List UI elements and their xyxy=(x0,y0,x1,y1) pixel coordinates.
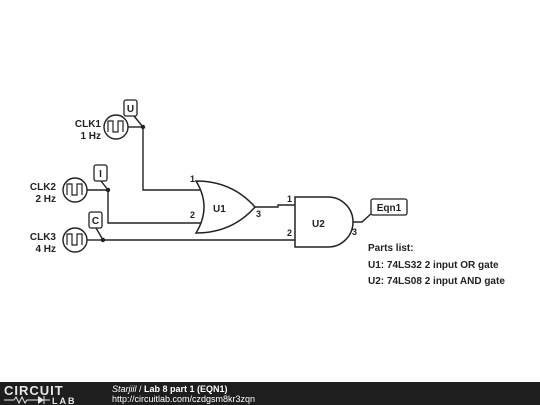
title-separator: / xyxy=(136,384,145,394)
author-link[interactable]: Starjiil xyxy=(112,384,137,394)
probe-i[interactable]: I xyxy=(93,164,109,191)
probe-u-label: U xyxy=(127,104,134,115)
u2-label: U2 xyxy=(312,219,325,230)
parts-list-title: Parts list: xyxy=(368,243,414,254)
u2-pin-3: 3 xyxy=(352,227,357,237)
probe-c-flag xyxy=(88,211,103,229)
clk3-freq: 4 Hz xyxy=(35,244,56,255)
footer-bar: CIRCUIT LAB Starjiil / Lab 8 part 1 (EQN… xyxy=(0,382,540,405)
clk2-freq: 2 Hz xyxy=(35,194,56,205)
probe-c-lead xyxy=(95,227,104,241)
probe-eqn1-flag xyxy=(370,198,408,216)
schematic: CLK1 1 Hz CLK2 2 Hz CLK3 4 Hz U I C xyxy=(30,99,505,287)
or-gate-symbol xyxy=(194,180,257,234)
logo-circuit-line-icon: LAB xyxy=(4,395,77,405)
clock-clk3[interactable]: CLK3 4 Hz xyxy=(30,227,106,255)
wire-u1-out-to-u2-in1[interactable] xyxy=(255,204,295,208)
u1-pin-3: 3 xyxy=(256,209,261,219)
probe-c[interactable]: C xyxy=(88,211,104,241)
u1-label: U1 xyxy=(213,204,226,215)
square-wave-icon xyxy=(107,120,124,133)
probe-u[interactable]: U xyxy=(123,99,144,128)
circuit-url-link[interactable]: http://circuitlab.com/czdgsm8kr3zqn xyxy=(112,394,256,404)
parts-list-item: U2: 74LS08 2 input AND gate xyxy=(368,276,505,287)
square-wave-icon xyxy=(66,233,83,246)
wire-clk2-to-u1-in2[interactable] xyxy=(107,190,205,224)
square-wave-icon xyxy=(66,183,83,196)
and-gate-symbol xyxy=(294,196,354,248)
u2-pin-1: 1 xyxy=(287,194,292,204)
probe-u-lead xyxy=(133,115,144,128)
gate-u2-and[interactable]: 1 2 U2 3 xyxy=(287,194,357,248)
probe-u-flag xyxy=(123,99,138,117)
probe-i-flag xyxy=(93,164,108,182)
logo-text-top: CIRCUIT xyxy=(4,383,64,398)
circuitlab-logo[interactable]: CIRCUIT LAB xyxy=(4,383,94,405)
circuit-title: Lab 8 part 1 (EQN1) xyxy=(144,384,228,394)
clk1-name: CLK1 xyxy=(75,119,102,130)
u1-pin-2: 2 xyxy=(190,210,195,220)
footer-title-line: Starjiil / Lab 8 part 1 (EQN1) xyxy=(112,384,228,395)
parts-list-item: U1: 74LS32 2 input OR gate xyxy=(368,260,499,271)
clk3-name: CLK3 xyxy=(30,232,57,243)
probe-eqn1-label: Eqn1 xyxy=(377,203,402,214)
probe-i-lead xyxy=(100,180,109,191)
probe-eqn1[interactable]: Eqn1 xyxy=(370,198,408,216)
wire-clk1-to-u1-in1[interactable] xyxy=(142,127,200,191)
probe-i-label: I xyxy=(99,169,102,180)
probe-c-label: C xyxy=(92,216,99,227)
wire-u2-out-to-eqn1[interactable] xyxy=(353,211,374,223)
u1-pin-1: 1 xyxy=(190,174,195,184)
clock-clk2[interactable]: CLK2 2 Hz xyxy=(30,177,111,205)
clk1-freq: 1 Hz xyxy=(80,131,101,142)
parts-list: Parts list: U1: 74LS32 2 input OR gate U… xyxy=(368,243,505,287)
gate-u1-or[interactable]: 1 2 U1 3 xyxy=(190,174,261,234)
logo-text-bottom: LAB xyxy=(52,396,77,405)
clock-clk1[interactable]: CLK1 1 Hz xyxy=(75,114,146,142)
clk2-name: CLK2 xyxy=(30,182,57,193)
u2-pin-2: 2 xyxy=(287,228,292,238)
